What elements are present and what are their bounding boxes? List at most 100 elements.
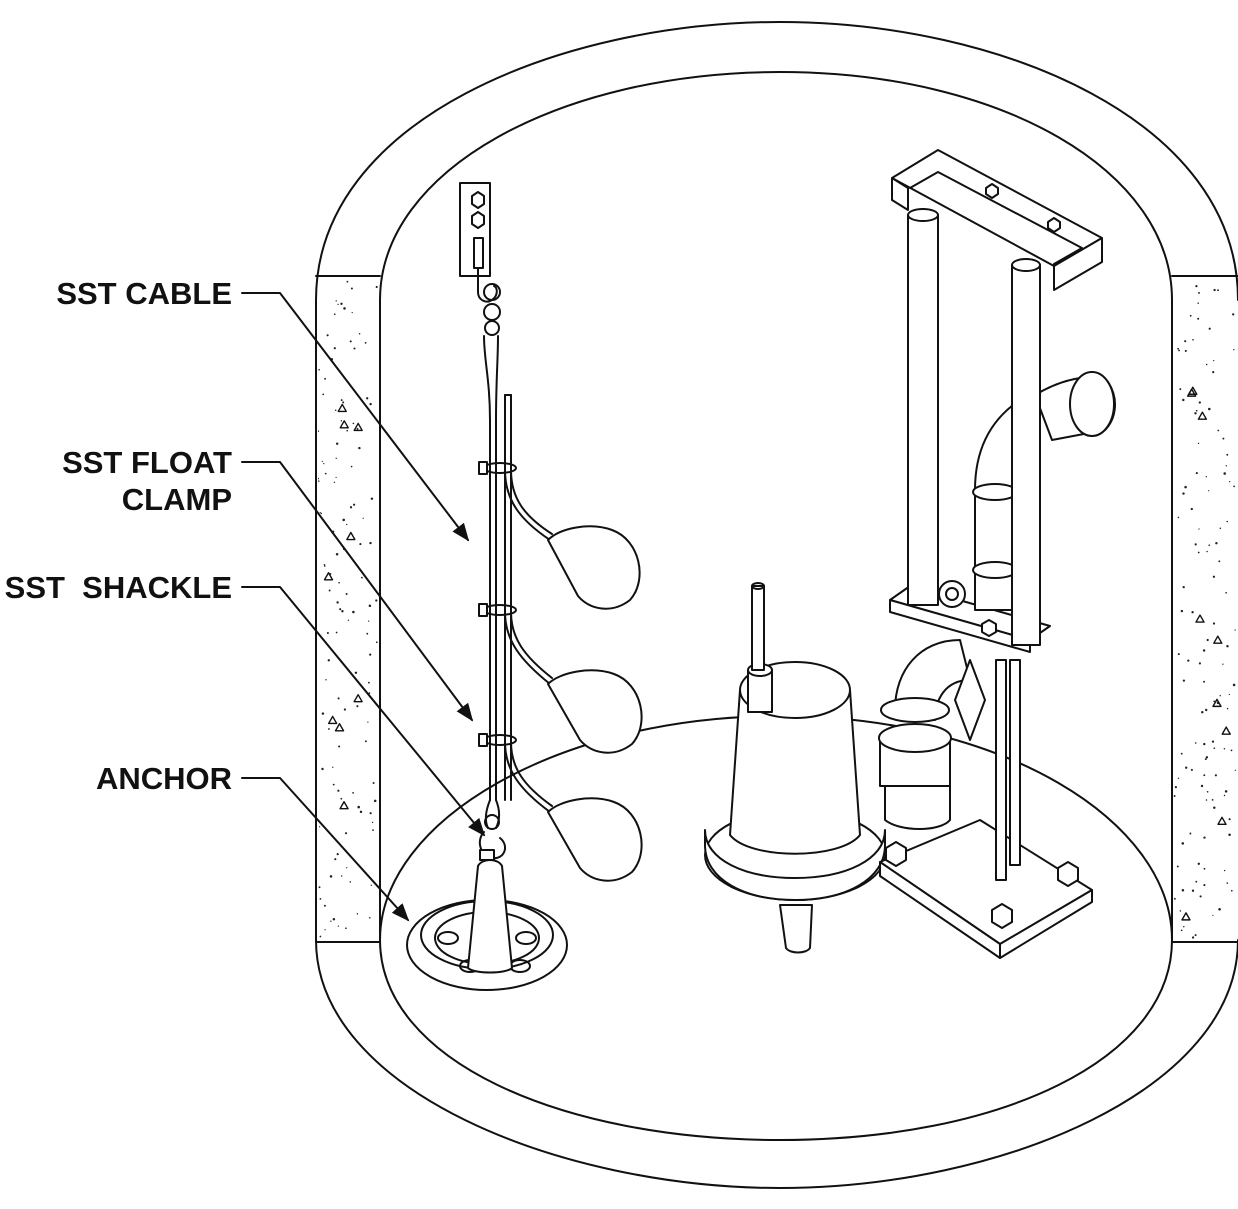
concrete-speck <box>1203 742 1206 746</box>
concrete-speck <box>325 679 327 681</box>
aggregate-mark <box>327 715 338 725</box>
concrete-speck <box>1181 842 1185 845</box>
aggregate-mark <box>1181 912 1191 921</box>
concrete-speck <box>367 721 369 723</box>
concrete-speck <box>1180 752 1183 755</box>
concrete-speck <box>1205 799 1208 801</box>
concrete-speck <box>1191 936 1195 939</box>
concrete-speck <box>1214 774 1217 777</box>
float-bracket <box>459 182 498 303</box>
label-sst-cable: SST CABLE <box>56 276 232 311</box>
concrete-speck <box>1224 790 1228 793</box>
concrete-speck <box>1213 700 1216 703</box>
concrete-speck <box>1225 591 1227 594</box>
concrete-speck <box>341 610 344 613</box>
concrete-speck <box>357 805 360 809</box>
concrete-speck <box>343 708 347 711</box>
concrete-speck <box>319 511 321 514</box>
concrete-speck <box>319 898 322 900</box>
aggregate-mark <box>1217 816 1227 826</box>
concrete-speck <box>371 821 374 824</box>
concrete-speck <box>1228 693 1230 696</box>
concrete-speck <box>334 858 337 861</box>
concrete-speck <box>337 925 340 927</box>
aggregate-mark <box>1213 635 1223 644</box>
aggregate-mark <box>353 693 363 703</box>
concrete-speck <box>352 792 354 794</box>
concrete-speck <box>1223 869 1226 872</box>
concrete-speck <box>1211 740 1215 743</box>
concrete-speck <box>336 853 339 856</box>
concrete-speck <box>1226 644 1229 648</box>
concrete-speck <box>1218 908 1221 911</box>
concrete-speck <box>1233 349 1235 351</box>
concrete-speck <box>364 740 367 743</box>
concrete-speck <box>1194 543 1197 546</box>
anchor-weight <box>406 859 568 991</box>
concrete-speck <box>333 347 336 350</box>
aggregate-mark <box>1197 411 1208 420</box>
concrete-speck <box>322 393 325 396</box>
concrete-speck <box>345 927 347 930</box>
concrete-speck <box>353 347 356 350</box>
aggregate-mark <box>353 422 363 432</box>
sst-cable <box>483 283 512 801</box>
concrete-speck <box>375 599 378 602</box>
concrete-speck <box>1206 550 1208 553</box>
concrete-speck <box>1180 929 1183 932</box>
concrete-speck <box>354 671 358 675</box>
concrete-speck <box>339 608 342 611</box>
concrete-speck <box>318 430 320 433</box>
concrete-speck <box>337 697 340 700</box>
concrete-speck <box>346 429 349 432</box>
concrete-speck <box>1223 794 1226 797</box>
concrete-speck <box>1194 412 1197 415</box>
concrete-speck <box>347 619 350 621</box>
callout-leaders <box>241 292 486 922</box>
float-clamps <box>478 461 517 747</box>
concrete-speck <box>1192 339 1194 341</box>
concrete-speck <box>1201 710 1204 714</box>
concrete-speck <box>1203 774 1206 777</box>
concrete-speck <box>318 368 320 371</box>
concrete-speck <box>353 503 356 506</box>
concrete-speck <box>1222 437 1225 440</box>
concrete-speck <box>345 593 348 595</box>
concrete-speck <box>369 541 372 545</box>
concrete-speck <box>335 457 337 459</box>
concrete-speck <box>324 929 326 931</box>
concrete-speck <box>1190 768 1193 771</box>
concrete-speck <box>1184 340 1187 343</box>
concrete-speck <box>1230 749 1233 752</box>
concrete-speck <box>1215 542 1218 545</box>
concrete-speck <box>1234 629 1236 631</box>
concrete-speck <box>324 472 327 475</box>
concrete-speck <box>343 307 346 310</box>
concrete-speck <box>318 826 321 828</box>
concrete-speck <box>352 422 355 425</box>
concrete-speck <box>1182 585 1185 589</box>
concrete-speck <box>1211 799 1214 801</box>
basin-walls <box>315 21 1238 1189</box>
concrete-speck <box>321 767 324 771</box>
concrete-speck <box>361 576 363 579</box>
concrete-speck <box>1189 832 1192 835</box>
label-sst-float-clamp-line1: SST FLOAT <box>62 445 232 480</box>
concrete-speck <box>359 810 363 814</box>
concrete-speck <box>1219 695 1221 697</box>
concrete-speck <box>1203 867 1206 870</box>
concrete-speck <box>321 712 325 715</box>
concrete-speck <box>335 300 337 302</box>
concrete-speck <box>367 620 370 622</box>
concrete-speck <box>340 302 343 305</box>
concrete-speck <box>1208 490 1210 492</box>
concrete-speck <box>1177 347 1179 350</box>
concrete-speck <box>356 705 359 708</box>
concrete-speck <box>1185 766 1188 769</box>
concrete-speck <box>1228 818 1231 821</box>
concrete-speck <box>369 402 372 406</box>
concrete-speck <box>1198 528 1200 530</box>
aggregate-mark <box>337 403 347 413</box>
concrete-speck <box>1189 314 1192 317</box>
concrete-speck <box>356 913 359 915</box>
